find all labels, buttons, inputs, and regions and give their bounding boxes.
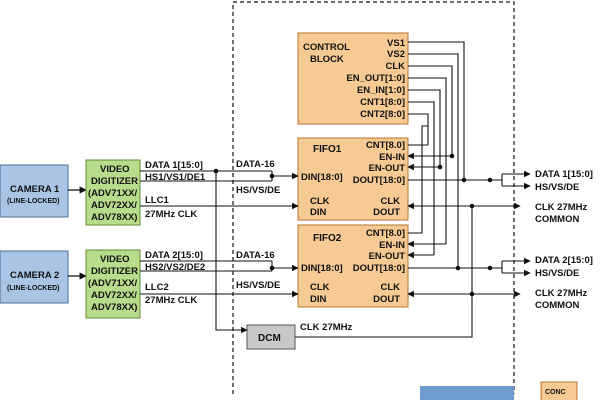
digitizer-1-line-1: VIDEO	[100, 164, 130, 175]
ch2-clk-label: 27MHz CLK	[145, 295, 197, 306]
dcm-label: DCM	[258, 333, 281, 344]
out2-common-label: COMMON	[535, 300, 579, 311]
digitizer-2-line-3: (ADV71XX/	[88, 278, 137, 289]
fifo2-port-cnt: CNT[8.0]	[366, 228, 405, 239]
control-port-en-out: EN_OUT[1:0]	[346, 73, 405, 84]
video-digitizer-2-block	[85, 249, 141, 319]
fifo1-port-cnt: CNT[8.0]	[366, 140, 405, 151]
out1-common-label: COMMON	[535, 214, 579, 225]
control-port-vs1: VS1	[387, 38, 406, 49]
junction-dots	[213, 153, 493, 297]
fifo2-port-din-2: DIN	[310, 294, 327, 305]
signal-wires	[140, 41, 531, 338]
digitizer-1-line-3: (ADV71XX/	[88, 188, 137, 199]
digitizer-2-line-1: VIDEO	[100, 254, 130, 265]
video-digitizer-1-block	[85, 159, 141, 226]
fifo2-port-en-in: EN-IN	[379, 240, 405, 251]
digitizer-1-line-5: ADV78XX)	[91, 212, 137, 223]
control-port-cnt1: CNT1[8:0]	[360, 97, 405, 108]
fifo1-port-en-out: EN-OUT	[369, 163, 406, 174]
out2-sync-label: HS/VS/DE	[535, 268, 579, 279]
fifo1-port-clk-in: CLK	[310, 196, 330, 207]
fifo2-port-en-out: EN-OUT	[369, 251, 406, 262]
ch1-llc-label: LLC1	[145, 195, 169, 206]
out1-sync-label: HS/VS/DE	[535, 182, 579, 193]
fifo2-title: FIFO2	[313, 233, 342, 244]
fifo2-block	[297, 224, 409, 308]
fifo1-block	[297, 137, 409, 221]
fifo1-port-clk-out: CLK	[380, 196, 400, 207]
fifo2-port-din: DIN[18:0]	[301, 263, 343, 274]
digitizer-1-line-4: ADV72XX/	[91, 200, 137, 211]
fifo1-port-dout-bus: DOUT[18:0]	[353, 175, 405, 186]
camera-2-block	[0, 250, 69, 304]
control-port-clk: CLK	[385, 61, 405, 72]
dcm-clock-label: CLK 27MHz	[300, 322, 353, 333]
ch1-clk-label: 27MHz CLK	[145, 209, 197, 220]
fifo1-port-din: DIN[18:0]	[301, 172, 343, 183]
digitizer-2-line-5: ADV78XX)	[91, 302, 137, 313]
fifo1-port-dout: DOUT	[373, 207, 400, 218]
control-port-cnt2: CNT2[8:0]	[360, 109, 405, 120]
digitizer-2-line-2: DIGITIZER	[91, 266, 138, 277]
camera-2-subtitle: (LINE-LOCKED)	[7, 285, 60, 292]
camera-1-block	[0, 164, 69, 218]
bottom-blue-strip	[420, 386, 514, 400]
digitizer-1-line-2: DIGITIZER	[91, 176, 138, 187]
fifo1-port-din-2: DIN	[310, 207, 327, 218]
fifo1-port-en-in: EN-IN	[379, 152, 405, 163]
camera-1-title: CAMERA 1	[10, 184, 60, 195]
ch1-sync-label: HS1/VS1/DE1	[145, 172, 206, 183]
control-block-title-2: BLOCK	[310, 54, 344, 65]
ch1-hsvsde-label: HS/VS/DE	[236, 185, 280, 196]
ch2-data16-label: DATA-16	[236, 250, 275, 261]
camera-1-subtitle: (LINE-LOCKED)	[7, 198, 60, 205]
out2-clk-label: CLK 27MHz	[535, 288, 588, 299]
fifo1-title: FIFO1	[313, 144, 342, 155]
control-block	[297, 32, 409, 125]
ch1-data16-label: DATA-16	[236, 159, 275, 170]
ch2-sync-label: HS2/VS2/DE2	[145, 262, 205, 273]
camera-2-title: CAMERA 2	[10, 270, 59, 281]
corner-label: CONC	[545, 389, 566, 396]
out2-data-label: DATA 2[15:0]	[535, 255, 593, 266]
fifo2-port-dout: DOUT	[373, 294, 400, 305]
digitizer-2-line-4: ADV72XX/	[91, 290, 137, 301]
fpga-boundary	[232, 1, 515, 394]
ch2-llc-label: LLC2	[145, 282, 169, 293]
fifo2-port-clk-out: CLK	[380, 282, 400, 293]
control-block-title-1: CONTROL	[303, 42, 350, 53]
ch2-data-label: DATA 2[15:0]	[145, 250, 203, 261]
control-port-en-in: EN_IN[1:0]	[357, 85, 405, 96]
ch1-data-label: DATA 1[15:0]	[145, 160, 203, 171]
out1-clk-label: CLK 27MHz	[535, 202, 588, 213]
corner-box	[540, 381, 578, 400]
out1-data-label: DATA 1[15:0]	[535, 169, 593, 180]
fifo2-port-dout-bus: DOUT[18:0]	[353, 263, 405, 274]
control-port-vs2: VS2	[387, 49, 405, 60]
fifo2-port-clk-in: CLK	[310, 282, 330, 293]
ch2-hsvsde-label: HS/VS/DE	[236, 280, 280, 291]
